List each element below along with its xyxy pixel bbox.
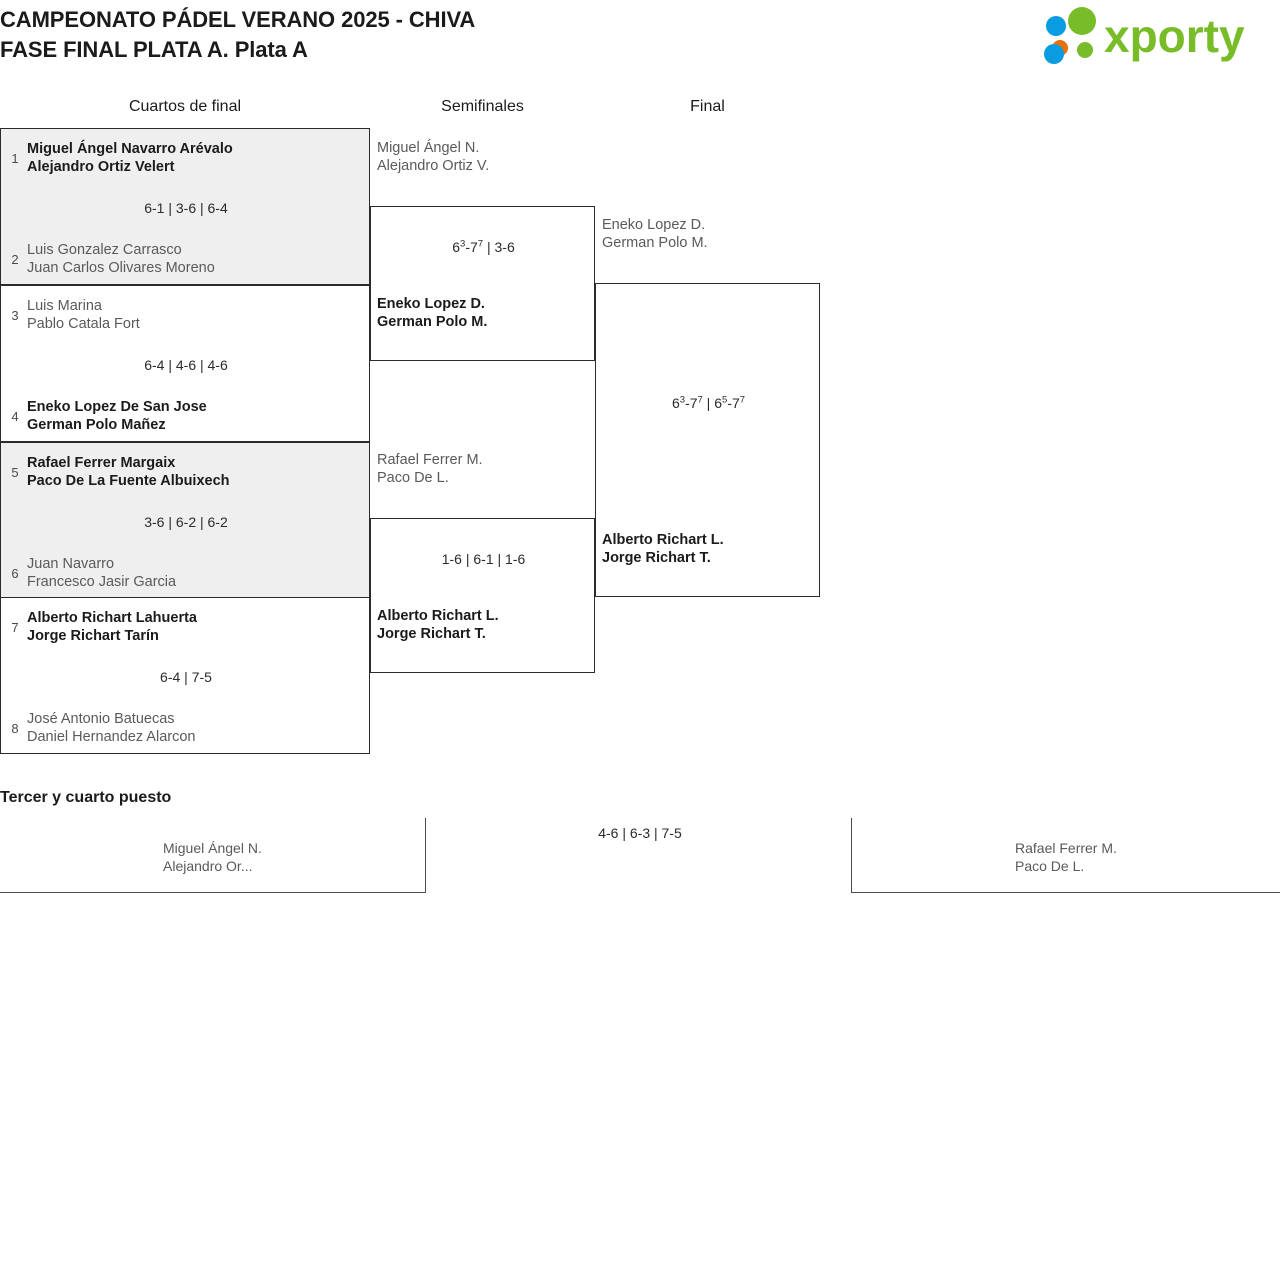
seed-number: 3 <box>11 308 19 323</box>
team-name: Juan Navarro Francesco Jasir Garcia <box>27 556 177 590</box>
seed-number: 6 <box>11 566 19 581</box>
team-name: Alberto Richart L. Jorge Richart T. <box>602 532 724 566</box>
match-score: 6-1 | 3-6 | 6-4 <box>144 200 228 216</box>
team-name: Miguel Ángel Navarro Arévalo Alejandro O… <box>27 141 233 175</box>
seed-number: 5 <box>11 465 19 480</box>
team-name: Eneko Lopez D. German Polo M. <box>602 217 708 251</box>
team-name: Eneko Lopez D. German Polo M. <box>377 296 488 330</box>
match-score: 6-4 | 7-5 <box>160 669 212 685</box>
team-name: Alberto Richart Lahuerta Jorge Richart T… <box>27 610 197 644</box>
team-name: Luis Gonzalez Carrasco Juan Carlos Oliva… <box>27 242 215 276</box>
match-score: 63-77 | 3-6 <box>452 238 515 255</box>
round-header-quarterfinals: Cuartos de final <box>128 98 242 115</box>
team-name: Luis Marina Pablo Catala Fort <box>27 298 140 332</box>
team-name: Miguel Ángel N. Alejandro Or... <box>163 840 262 874</box>
team-name: José Antonio Batuecas Daniel Hernandez A… <box>27 711 196 745</box>
team-name: Alberto Richart L. Jorge Richart T. <box>377 608 499 642</box>
seed-number: 7 <box>11 620 19 635</box>
match-score: 63-77 | 65-77 <box>671 394 746 411</box>
match-quarterfinal-4[interactable]: 7 Alberto Richart Lahuerta Jorge Richart… <box>0 597 370 754</box>
team-name: Miguel Ángel N. Alejandro Ortiz V. <box>377 140 490 174</box>
match-quarterfinal-3[interactable]: 5 Rafael Ferrer Margaix Paco De La Fuent… <box>0 442 370 599</box>
match-semifinal-2[interactable]: Rafael Ferrer M. Paco De L. 1-6 | 6-1 | … <box>370 452 595 673</box>
seed-number: 1 <box>11 151 19 166</box>
match-score: 1-6 | 6-1 | 1-6 <box>441 551 526 567</box>
logo-wordmark: xporty <box>1104 10 1245 62</box>
match-quarterfinal-1[interactable]: 1 Miguel Ángel Navarro Arévalo Alejandro… <box>0 128 370 285</box>
match-score: 3-6 | 6-2 | 6-2 <box>144 514 228 530</box>
team-name: Rafael Ferrer M. Paco De L. <box>377 452 483 486</box>
third-place-heading: Tercer y cuarto puesto <box>0 789 172 806</box>
match-quarterfinal-2[interactable]: 3 Luis Marina Pablo Catala Fort 6-4 | 4-… <box>0 285 370 442</box>
match-final[interactable]: Eneko Lopez D. German Polo M. 63-77 | 65… <box>595 217 820 597</box>
seed-number: 8 <box>11 721 19 736</box>
round-header-semifinals: Semifinales <box>441 98 524 115</box>
third-place-bracket: Miguel Ángel N. Alejandro Or... 4-6 | 6-… <box>0 0 1280 893</box>
third-place-match-right[interactable]: Rafael Ferrer M. Paco De L. <box>851 818 1280 893</box>
page-title: CAMPEONATO PÁDEL VERANO 2025 - CHIVA FAS… <box>0 7 476 62</box>
team-name: Rafael Ferrer M. Paco De L. <box>1015 840 1117 874</box>
tournament-bracket: 1 Miguel Ángel Navarro Arévalo Alejandro… <box>0 128 820 754</box>
third-place-match-left[interactable]: Miguel Ángel N. Alejandro Or... <box>0 818 426 893</box>
team-name: Eneko Lopez De San Jose German Polo Mañe… <box>27 399 207 433</box>
round-header-final: Final <box>690 98 725 115</box>
match-score: 6-4 | 4-6 | 4-6 <box>144 357 228 373</box>
third-place-score: 4-6 | 6-3 | 7-5 <box>598 825 682 841</box>
match-semifinal-1[interactable]: Miguel Ángel N. Alejandro Ortiz V. 63-77… <box>370 140 595 361</box>
seed-number: 4 <box>11 409 19 424</box>
seed-number: 2 <box>11 252 19 267</box>
xporty-logo[interactable]: xporty <box>1030 4 1270 66</box>
page-header: CAMPEONATO PÁDEL VERANO 2025 - CHIVA FAS… <box>0 0 1280 90</box>
team-name: Rafael Ferrer Margaix Paco De La Fuente … <box>27 455 230 489</box>
